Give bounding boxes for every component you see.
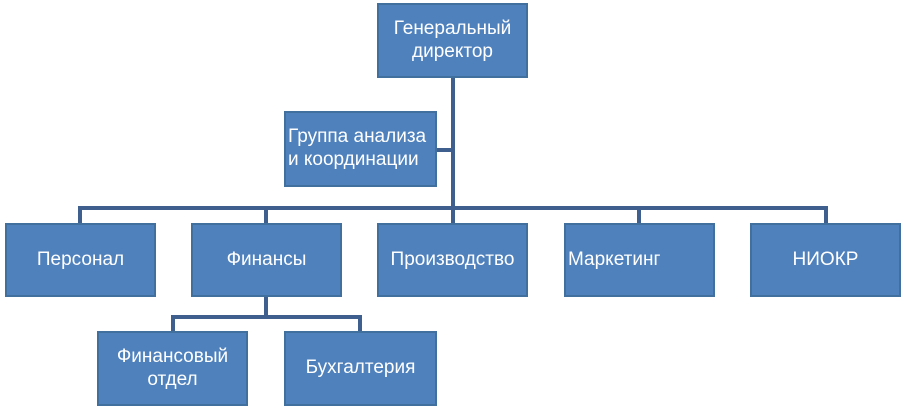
department-finance-box: Финансы [191,223,342,297]
finance-department-box: Финансовый отдел [97,331,248,406]
ceo-box: Генеральный директор [377,3,528,78]
department-marketing-box: Маркетинг [564,223,715,297]
accounting-box: Бухгалтерия [284,331,437,406]
department-production-box: Производство [377,223,528,297]
department-rnd-box: НИОКР [750,223,901,297]
analysis-coordination-group-box: Группа анализа и координации [284,111,437,187]
department-personnel-box: Персонал [5,223,156,297]
